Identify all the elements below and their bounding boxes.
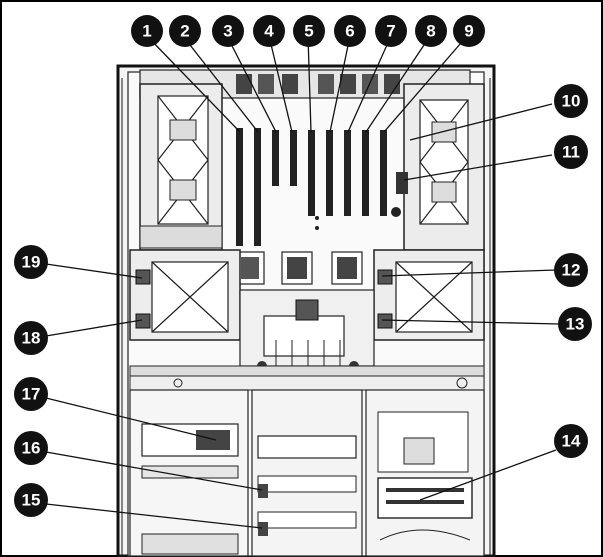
callout-4: 4 <box>253 15 285 47</box>
callout-3-label: 3 <box>223 22 232 41</box>
io-board <box>365 389 485 557</box>
leader-lines <box>45 35 561 529</box>
callout-1-label: 1 <box>142 22 151 41</box>
callout-8-label: 8 <box>426 22 435 41</box>
lower-left-bay <box>129 389 249 557</box>
left-riser-cage <box>139 83 223 251</box>
leader-8 <box>365 35 431 133</box>
callout-4-label: 4 <box>264 22 274 41</box>
callout-11: 11 <box>554 135 588 169</box>
slot-4 <box>290 130 297 186</box>
callout-19: 19 <box>14 245 48 279</box>
processor-sockets <box>235 251 363 285</box>
callouts: 1 2 3 4 5 6 7 8 9 10 11 12 13 14 15 16 1… <box>14 15 592 517</box>
leader-17 <box>45 397 217 441</box>
callout-12: 12 <box>554 253 588 287</box>
callout-1: 1 <box>131 15 163 47</box>
leader-19 <box>45 263 143 279</box>
callout-9: 9 <box>453 15 485 47</box>
leader-6 <box>329 35 351 133</box>
callout-17-label: 17 <box>22 385 41 404</box>
callout-8: 8 <box>415 15 447 47</box>
callout-18-label: 18 <box>22 329 41 348</box>
callout-3: 3 <box>212 15 244 47</box>
slot-8 <box>362 130 369 216</box>
callout-11-label: 11 <box>562 143 580 162</box>
leader-3 <box>226 35 277 133</box>
callout-14: 14 <box>554 424 588 458</box>
callout-5: 5 <box>293 15 325 47</box>
leader-2 <box>182 35 259 133</box>
leader-13 <box>381 319 561 325</box>
callout-2: 2 <box>169 15 201 47</box>
callout-2-label: 2 <box>180 22 189 41</box>
slot-5 <box>308 130 315 216</box>
callout-16-label: 16 <box>22 439 41 458</box>
slot-2 <box>254 128 261 246</box>
callout-12-label: 12 <box>562 261 581 280</box>
leader-14 <box>419 449 557 501</box>
expansion-slots <box>236 128 387 246</box>
leader-10 <box>409 103 553 141</box>
slot-9 <box>380 130 387 216</box>
callout-13-label: 13 <box>566 315 585 334</box>
leader-7 <box>347 35 392 133</box>
slot-6 <box>326 130 333 216</box>
callout-15: 15 <box>14 483 48 517</box>
leader-15 <box>45 503 263 529</box>
slot-7 <box>344 130 351 216</box>
slot-3 <box>272 130 279 186</box>
right-riser-cage <box>391 83 485 251</box>
media-drive-bay <box>251 389 363 557</box>
callout-5-label: 5 <box>304 22 313 41</box>
callout-16: 16 <box>14 431 48 465</box>
callout-6-label: 6 <box>345 22 354 41</box>
callout-6: 6 <box>334 15 366 47</box>
callout-9-label: 9 <box>464 22 473 41</box>
callout-14-label: 14 <box>562 432 581 451</box>
leader-11 <box>403 154 553 181</box>
callout-13: 13 <box>558 307 592 341</box>
callout-15-label: 15 <box>22 491 41 510</box>
right-fan-assembly <box>373 249 485 341</box>
callout-10-label: 10 <box>562 92 581 111</box>
leader-16 <box>45 451 263 491</box>
callout-18: 18 <box>14 321 48 355</box>
left-fan-assembly <box>129 249 241 341</box>
leader-4 <box>268 35 293 133</box>
callout-19-label: 19 <box>22 253 41 272</box>
leader-18 <box>45 319 143 337</box>
callout-7: 7 <box>375 15 407 47</box>
slot-1 <box>236 128 243 246</box>
callout-17: 17 <box>14 377 48 411</box>
leader-5 <box>307 35 312 133</box>
leader-1 <box>146 35 241 133</box>
chassis-rails <box>129 365 485 391</box>
center-connector-block <box>239 289 375 371</box>
leader-12 <box>381 269 557 277</box>
callout-10: 10 <box>554 84 588 118</box>
callout-7-label: 7 <box>386 22 395 41</box>
leader-9 <box>383 35 468 133</box>
